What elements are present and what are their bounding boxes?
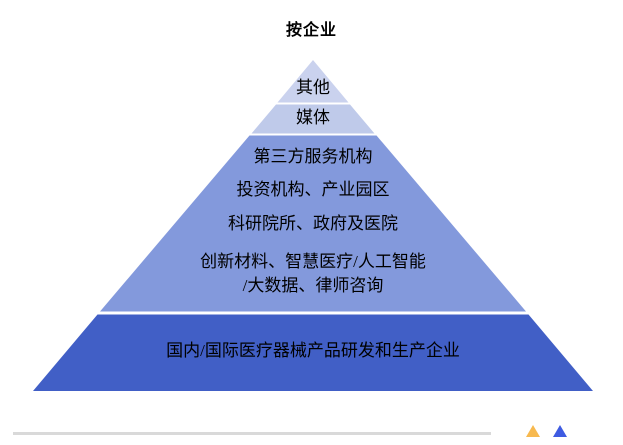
pyramid-label-research-gov-hospitals: 科研院所、政府及医院	[228, 214, 398, 233]
page-title: 按企业	[285, 22, 337, 39]
pyramid-label-media: 媒体	[296, 108, 330, 127]
pyramid-label-manufacturers: 国内/国际医疗器械产品研发和生产企业	[166, 341, 460, 360]
pyramid-label-third-party-services: 第三方服务机构	[253, 147, 373, 166]
blue-triangle-icon	[553, 425, 567, 437]
pyramid-label-investment-parks: 投资机构、产业园区	[236, 180, 390, 199]
bottom-divider-line	[13, 432, 491, 435]
pyramid-level-media	[251, 104, 375, 134]
orange-triangle-icon	[526, 425, 540, 437]
pyramid-label-innovation-line1: 创新材料、智慧医疗/人工智能	[200, 252, 426, 271]
pyramid-level-middle	[100, 135, 526, 312]
pyramid-label-innovation-line2: /大数据、律师咨询	[242, 276, 384, 295]
corner-triangle-marks	[526, 425, 567, 437]
pyramid-label-others: 其他	[296, 78, 330, 97]
divider-rect	[13, 432, 491, 435]
pyramid-level-base	[33, 314, 593, 391]
pyramid-level-others	[277, 60, 349, 103]
